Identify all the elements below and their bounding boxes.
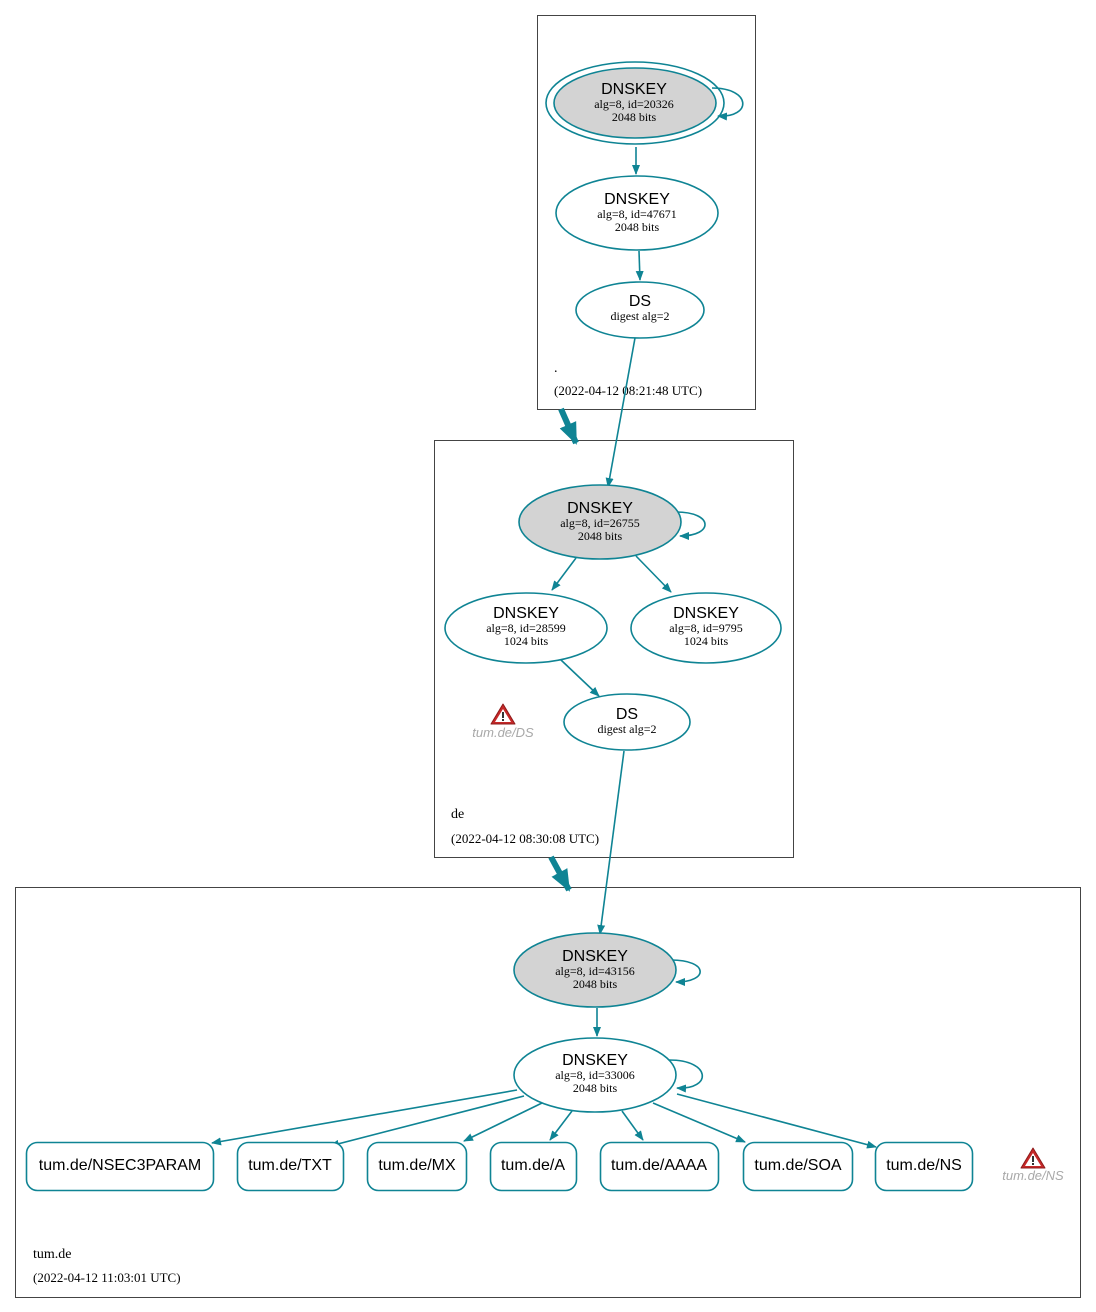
edge-zsk-txt [329, 1095, 525, 1148]
zone-timestamp-de: (2022-04-12 08:30:08 UTC) [451, 831, 599, 846]
node-digest-info: digest alg=2 [597, 722, 656, 736]
edge-de-ksk-zsk1 [551, 557, 577, 591]
node-title: DNSKEY [493, 605, 559, 622]
node-title: DS [616, 706, 638, 723]
node-key-size: 2048 bits [578, 529, 623, 543]
edge-zsk-nsec3param [211, 1089, 518, 1146]
node-key-info: alg=8, id=47671 [597, 207, 677, 221]
rrset-mx[interactable]: tum.de/MX [366, 1141, 468, 1192]
edge-zsk-soa [652, 1102, 746, 1143]
zone-name-root: . [554, 361, 558, 376]
edge-de-ksk-self [675, 511, 706, 540]
rrset-txt[interactable]: tum.de/TXT [236, 1141, 345, 1192]
node-root-zsk[interactable]: DNSKEY alg=8, id=47671 2048 bits [555, 175, 719, 251]
node-title: DNSKEY [562, 1052, 628, 1069]
zone-timestamp-root: (2022-04-12 08:21:48 UTC) [554, 383, 702, 398]
rrset-soa[interactable]: tum.de/SOA [742, 1141, 854, 1192]
warning-icon [490, 703, 516, 725]
node-key-size: 1024 bits [504, 634, 549, 648]
delegation-arrow-root-de [558, 407, 579, 445]
node-key-size: 2048 bits [573, 1081, 618, 1095]
node-de-ds[interactable]: DS digest alg=2 [563, 693, 691, 751]
node-key-info: alg=8, id=26755 [560, 516, 640, 530]
node-title: DNSKEY [601, 81, 667, 98]
zone-name-de: de [451, 807, 464, 822]
edge-de-ds-tum-ksk [597, 750, 625, 935]
rrset-nsec3param[interactable]: tum.de/NSEC3PARAM [25, 1141, 215, 1192]
node-root-ds[interactable]: DS digest alg=2 [575, 281, 705, 339]
node-de-zsk-28599[interactable]: DNSKEY alg=8, id=28599 1024 bits [444, 592, 608, 664]
warning-tum-ds[interactable]: tum.de/DS [472, 703, 534, 740]
node-key-size: 2048 bits [615, 220, 660, 234]
edge-root-ds-de-ksk [605, 337, 636, 488]
rrset-aaaa[interactable]: tum.de/AAAA [599, 1141, 720, 1192]
rrset-label: tum.de/A [501, 1157, 565, 1174]
rrset-label: tum.de/SOA [754, 1157, 841, 1174]
node-key-info: alg=8, id=28599 [486, 621, 566, 635]
node-tum-zsk[interactable]: DNSKEY alg=8, id=33006 2048 bits [513, 1037, 677, 1113]
node-key-info: alg=8, id=9795 [669, 621, 743, 635]
node-title: DS [629, 293, 651, 310]
warning-tum-ns[interactable]: tum.de/NS [1002, 1147, 1064, 1183]
node-de-zsk-9795[interactable]: DNSKEY alg=8, id=9795 1024 bits [630, 592, 782, 664]
warning-label: tum.de/NS [1002, 1168, 1064, 1183]
zone-box-de [434, 440, 794, 858]
zone-box-tum [15, 887, 1081, 1298]
edge-zsk-mx [463, 1102, 543, 1142]
node-tum-ksk[interactable]: DNSKEY alg=8, id=43156 2048 bits [513, 932, 677, 1008]
edge-zsk-a [549, 1110, 573, 1141]
zone-box-root [537, 15, 756, 410]
warning-icon [1020, 1147, 1046, 1169]
node-root-ksk[interactable]: DNSKEY alg=8, id=20326 2048 bits [545, 61, 725, 145]
rrset-label: tum.de/NSEC3PARAM [39, 1157, 201, 1174]
node-key-info: alg=8, id=33006 [555, 1068, 635, 1082]
node-title: DNSKEY [673, 605, 739, 622]
zone-timestamp-tum: (2022-04-12 11:03:01 UTC) [33, 1270, 181, 1285]
warning-label: tum.de/DS [472, 725, 534, 740]
edge-zsk-ns [676, 1093, 877, 1149]
rrset-label: tum.de/MX [378, 1157, 456, 1174]
edge-zsk-aaaa [621, 1110, 644, 1141]
edge-tum-zsk-self [668, 1059, 704, 1093]
edge-root-ksk-self [711, 87, 744, 121]
node-key-info: alg=8, id=43156 [555, 964, 635, 978]
edge-de-ksk-zsk2 [635, 555, 672, 593]
edge-de-zsk1-ds [560, 659, 600, 697]
node-title: DNSKEY [567, 500, 633, 517]
edge-tum-ksk-self [670, 959, 701, 986]
rrset-label: tum.de/AAAA [611, 1157, 707, 1174]
node-de-ksk[interactable]: DNSKEY alg=8, id=26755 2048 bits [518, 484, 682, 560]
zone-name-tum: tum.de [33, 1247, 72, 1262]
node-title: DNSKEY [604, 191, 670, 208]
node-title: DNSKEY [562, 948, 628, 965]
node-key-info: alg=8, id=20326 [594, 97, 674, 111]
delegation-arrow-de-tum [548, 855, 572, 892]
node-key-size: 2048 bits [573, 977, 618, 991]
node-digest-info: digest alg=2 [610, 309, 669, 323]
rrset-ns[interactable]: tum.de/NS [874, 1141, 974, 1192]
rrset-a[interactable]: tum.de/A [489, 1141, 578, 1192]
node-key-size: 1024 bits [684, 634, 729, 648]
rrset-label: tum.de/NS [886, 1157, 962, 1174]
node-key-size: 2048 bits [612, 110, 657, 124]
rrset-label: tum.de/TXT [248, 1157, 332, 1174]
edge-root-zsk-ds [635, 250, 644, 281]
